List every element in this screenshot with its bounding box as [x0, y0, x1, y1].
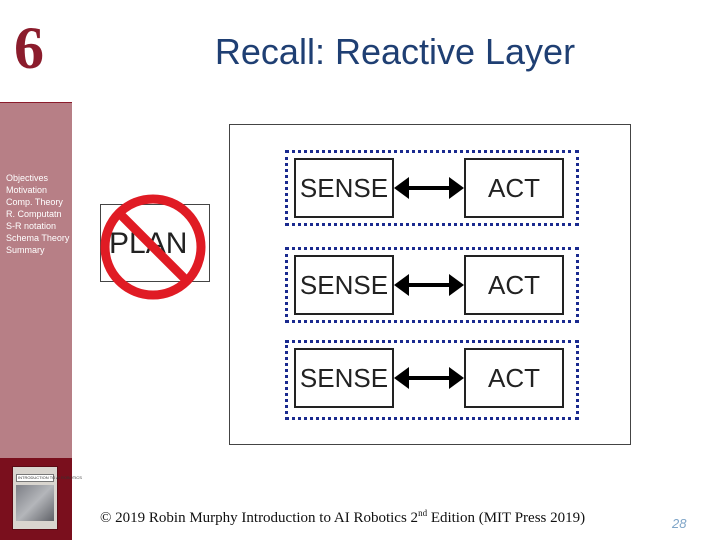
footer-text: © 2019 Robin Murphy Introduction to AI R…: [100, 510, 419, 526]
page-number: 28: [672, 516, 687, 531]
sense-box: SENSE: [294, 158, 394, 218]
sidebar-divider: [0, 102, 72, 103]
book-title-band: INTRODUCTION TO AI ROBOTICS: [16, 474, 82, 482]
book-cover-art: [16, 485, 54, 521]
book-cover-label: INTRODUCTION TO AI ROBOTICS: [18, 475, 82, 480]
prohibition-icon: [100, 194, 206, 300]
sense-box: SENSE: [294, 348, 394, 408]
book-thumbnail: INTRODUCTION TO AI ROBOTICS: [0, 458, 82, 540]
footer-superscript: nd: [418, 508, 428, 518]
double-arrow-icon: [394, 274, 464, 296]
reactive-row-1: SENSE ACT: [285, 150, 579, 226]
sidebar-outline: Objectives Motivation Comp. Theory R. Co…: [6, 172, 69, 256]
reactive-row-3: SENSE ACT: [285, 340, 579, 420]
sidebar-item-sr-notation[interactable]: S-R notation: [6, 221, 57, 231]
footer-text-end: Edition (MIT Press 2019): [427, 510, 586, 526]
act-box: ACT: [464, 255, 564, 315]
sidebar-item-objectives[interactable]: Objectives: [6, 173, 49, 183]
sidebar-item-summary[interactable]: Summary: [6, 245, 45, 255]
footer-citation: © 2019 Robin Murphy Introduction to AI R…: [100, 509, 600, 526]
reactive-row-2: SENSE ACT: [285, 247, 579, 323]
sidebar-item-r-computation[interactable]: R. Computatn: [6, 209, 62, 219]
sidebar-item-comp-theory[interactable]: Comp. Theory: [6, 197, 63, 207]
sidebar-item-motivation[interactable]: Motivation: [6, 185, 48, 195]
double-arrow-icon: [394, 367, 464, 389]
book-cover-image: INTRODUCTION TO AI ROBOTICS: [12, 466, 82, 530]
sidebar-item-schema-theory[interactable]: Schema Theory: [6, 233, 70, 243]
sense-box: SENSE: [294, 255, 394, 315]
chapter-number: 6: [14, 15, 44, 81]
act-box: ACT: [464, 348, 564, 408]
slide-title: Recall: Reactive Layer: [214, 31, 576, 72]
double-arrow-icon: [394, 177, 464, 199]
act-box: ACT: [464, 158, 564, 218]
